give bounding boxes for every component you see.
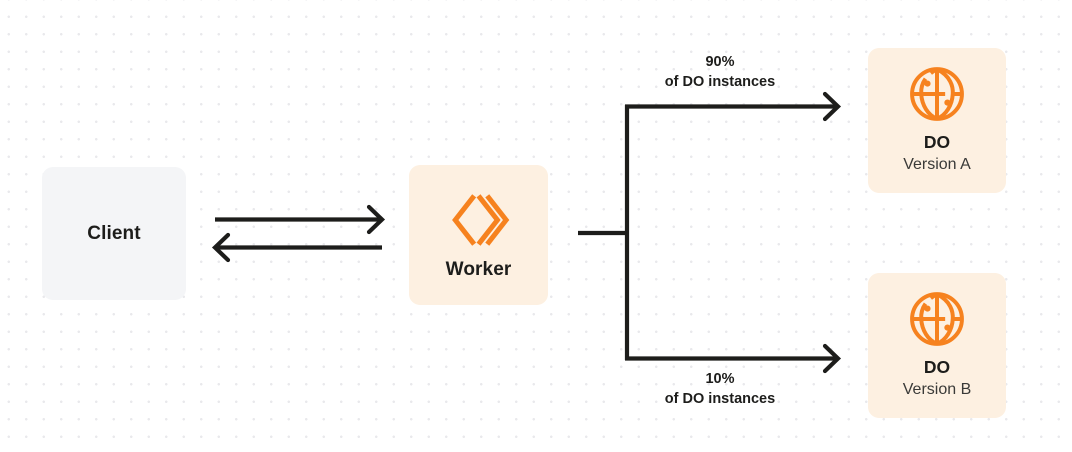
durable-object-globe-icon	[910, 67, 964, 122]
edge-label-do-a: 90% of DO instances	[612, 52, 828, 92]
edge-label-do-b-percent: 10%	[705, 371, 735, 387]
edge-label-do-a-percent: 90%	[705, 54, 735, 70]
cloudflare-workers-icon	[451, 194, 509, 246]
branch-trunk	[578, 105, 630, 360]
arrow-client-to-worker	[215, 204, 386, 235]
node-client: Client	[42, 167, 186, 300]
node-worker: Worker	[409, 165, 548, 305]
node-do-version-b-text: DO Version B	[903, 357, 971, 401]
node-do-version-b: DO Version B	[868, 273, 1006, 418]
node-do-version-b-label: DO	[923, 357, 951, 378]
durable-object-globe-icon	[910, 292, 964, 347]
node-client-label: Client	[87, 222, 141, 244]
node-worker-label: Worker	[445, 259, 512, 281]
node-do-version-a-text: DO Version A	[903, 132, 971, 176]
node-do-version-a-label: DO	[923, 132, 951, 153]
node-do-version-b-sublabel: Version B	[902, 381, 972, 399]
arrow-worker-to-client	[211, 232, 382, 263]
arrow-worker-to-do-a	[625, 91, 842, 122]
arrow-worker-to-do-b	[625, 343, 842, 374]
edge-label-do-b: 10% of DO instances	[612, 369, 828, 409]
edge-label-do-a-description: of DO instances	[664, 74, 776, 90]
edge-label-do-b-description: of DO instances	[664, 391, 776, 407]
node-do-version-a-sublabel: Version A	[903, 156, 971, 174]
node-do-version-a: DO Version A	[868, 48, 1006, 193]
